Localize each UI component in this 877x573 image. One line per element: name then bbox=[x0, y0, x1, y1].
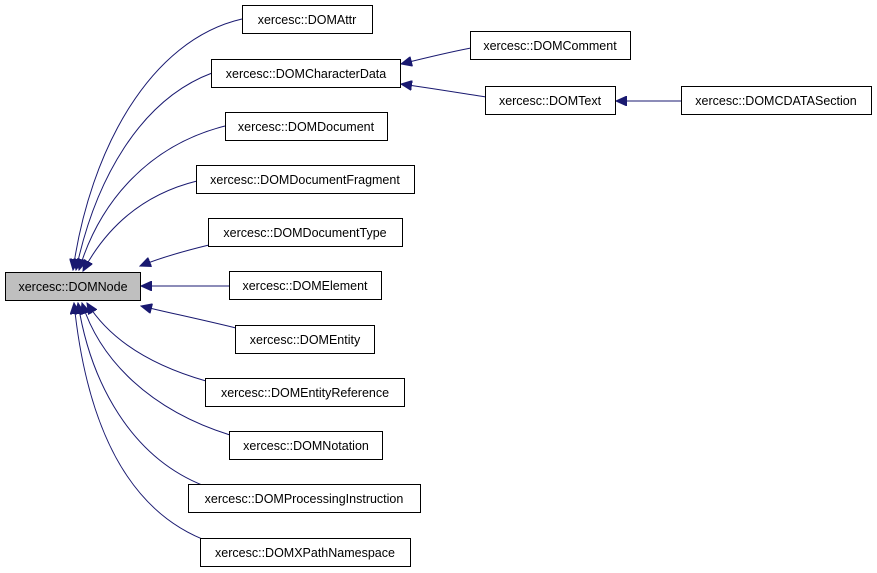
node-domelement[interactable]: xercesc::DOMElement bbox=[229, 271, 382, 300]
node-label: xercesc::DOMDocumentFragment bbox=[210, 173, 400, 187]
node-label: xercesc::DOMCharacterData bbox=[226, 67, 387, 81]
node-label: xercesc::DOMAttr bbox=[258, 13, 357, 27]
edge-domtext-to-domcharacterdata bbox=[401, 84, 487, 98]
edge-domentity-to-domnode bbox=[141, 306, 237, 329]
edge-domdocumentfragment-to-domnode bbox=[83, 180, 198, 271]
node-domcomment[interactable]: xercesc::DOMComment bbox=[470, 31, 631, 60]
node-label: xercesc::DOMDocument bbox=[238, 120, 375, 134]
edge-domxpathnamespace-to-domnode bbox=[74, 303, 211, 543]
node-domprocessinginstruction[interactable]: xercesc::DOMProcessingInstruction bbox=[188, 484, 421, 513]
node-label: xercesc::DOMDocumentType bbox=[223, 226, 386, 240]
node-domnotation[interactable]: xercesc::DOMNotation bbox=[229, 431, 383, 460]
edge-domentityreference-to-domnode bbox=[87, 303, 207, 382]
node-label: xercesc::DOMProcessingInstruction bbox=[205, 492, 404, 506]
node-domdocument[interactable]: xercesc::DOMDocument bbox=[225, 112, 388, 141]
node-domdocumentfragment[interactable]: xercesc::DOMDocumentFragment bbox=[196, 165, 415, 194]
edge-domdocument-to-domnode bbox=[79, 125, 226, 270]
edges bbox=[73, 18, 682, 543]
edge-domdocumenttype-to-domnode bbox=[140, 244, 210, 266]
nodes: xercesc::DOMNode xercesc::DOMAttr xerces… bbox=[5, 5, 872, 567]
node-label: xercesc::DOMXPathNamespace bbox=[215, 546, 395, 560]
edge-domnotation-to-domnode bbox=[82, 303, 231, 436]
node-domentity[interactable]: xercesc::DOMEntity bbox=[235, 325, 375, 354]
node-label: xercesc::DOMCDATASection bbox=[695, 94, 856, 108]
node-label: xercesc::DOMEntityReference bbox=[221, 386, 389, 400]
node-domdocumenttype[interactable]: xercesc::DOMDocumentType bbox=[208, 218, 403, 247]
edge-domprocessinginstruction-to-domnode bbox=[78, 303, 211, 489]
node-domentityreference[interactable]: xercesc::DOMEntityReference bbox=[205, 378, 405, 407]
node-label: xercesc::DOMText bbox=[499, 94, 602, 108]
edge-domcharacterdata-to-domnode bbox=[76, 72, 213, 270]
node-domtext[interactable]: xercesc::DOMText bbox=[485, 86, 616, 115]
node-label: xercesc::DOMNode bbox=[18, 280, 127, 294]
node-label: xercesc::DOMEntity bbox=[250, 333, 361, 347]
node-label: xercesc::DOMElement bbox=[242, 279, 368, 293]
edge-domcomment-to-domcharacterdata bbox=[401, 47, 472, 64]
node-domcharacterdata[interactable]: xercesc::DOMCharacterData bbox=[211, 59, 401, 88]
node-domcdatasection[interactable]: xercesc::DOMCDATASection bbox=[681, 86, 872, 115]
node-domnode[interactable]: xercesc::DOMNode bbox=[5, 272, 141, 301]
node-domxpathnamespace[interactable]: xercesc::DOMXPathNamespace bbox=[200, 538, 411, 567]
node-domattr[interactable]: xercesc::DOMAttr bbox=[242, 5, 373, 34]
node-label: xercesc::DOMNotation bbox=[243, 439, 369, 453]
edge-domattr-to-domnode bbox=[73, 18, 243, 270]
node-label: xercesc::DOMComment bbox=[483, 39, 617, 53]
